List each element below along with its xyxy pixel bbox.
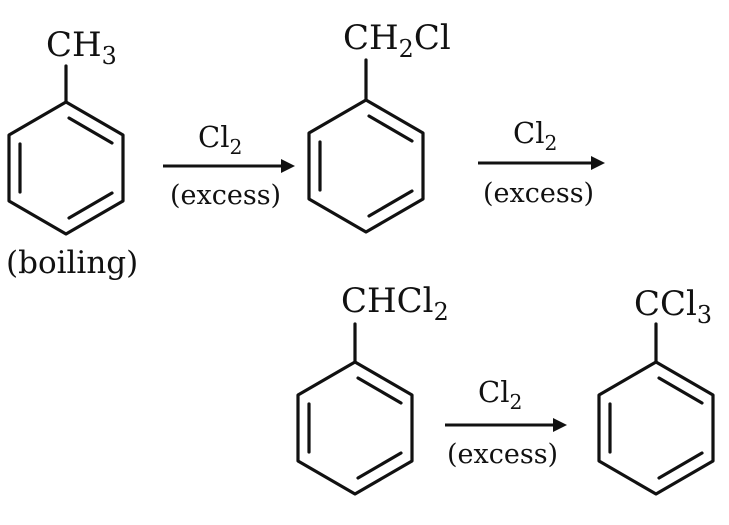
formula-toluene: CH3 xyxy=(46,25,117,70)
double-bond xyxy=(356,376,403,405)
double-bond xyxy=(67,191,114,220)
formula-benzal-chloride: CHCl2 xyxy=(341,281,449,326)
condition-label: (excess) xyxy=(483,178,594,209)
molecule-benzal-chloride: CHCl2 xyxy=(296,281,449,496)
arrowhead xyxy=(553,418,567,432)
benzene-ring xyxy=(296,360,414,496)
double-bond xyxy=(356,451,403,480)
reaction-arrow-2: Cl2 (excess) xyxy=(478,116,605,209)
benzene-ring xyxy=(7,100,125,236)
molecule-toluene: CH3 (boiling) xyxy=(6,25,138,281)
double-bond xyxy=(657,376,704,405)
molecule-benzyl-chloride: CH2Cl xyxy=(307,18,451,234)
arrowhead xyxy=(591,156,605,170)
formula-benzotrichloride: CCl3 xyxy=(634,284,712,329)
condition-label: (excess) xyxy=(447,439,558,470)
condition-label: (excess) xyxy=(170,180,281,211)
benzene-ring xyxy=(597,360,715,496)
condition-boiling: (boiling) xyxy=(6,245,138,281)
double-bond xyxy=(367,114,414,143)
reagent-label: Cl2 xyxy=(198,120,242,159)
formula-benzyl-chloride: CH2Cl xyxy=(343,18,451,63)
reagent-label: Cl2 xyxy=(478,375,522,414)
molecule-benzotrichloride: CCl3 xyxy=(597,284,715,496)
double-bond xyxy=(67,116,114,145)
double-bond xyxy=(657,451,704,480)
double-bond xyxy=(367,189,414,218)
reaction-arrow-3: Cl2 (excess) xyxy=(445,375,567,470)
reagent-label: Cl2 xyxy=(513,116,557,155)
reaction-arrow-1: Cl2 (excess) xyxy=(163,120,295,211)
arrowhead xyxy=(281,159,295,173)
benzene-ring xyxy=(307,98,425,234)
